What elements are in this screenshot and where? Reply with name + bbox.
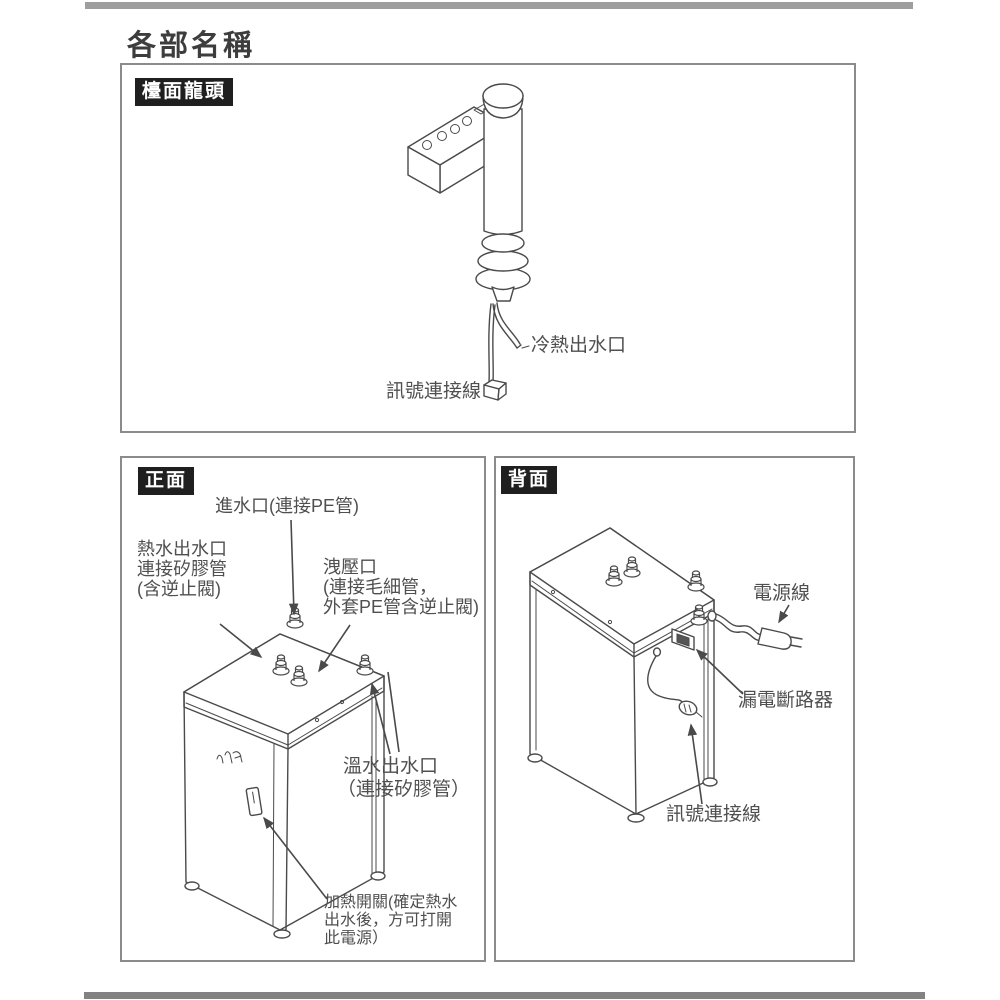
back-badge: 背面	[501, 466, 558, 494]
bottom-divider-bar	[84, 992, 925, 999]
hot-water-label: 熱水出水口 連接矽膠管 (含逆止閥)	[137, 539, 227, 599]
faucet-outlet-label: 冷熱出水口	[531, 335, 627, 356]
faucet-illustration	[407, 83, 531, 401]
breaker-icon	[671, 628, 695, 651]
front-view-panel: 正面	[120, 456, 486, 962]
faucet-badge: 檯面龍頭	[135, 78, 234, 106]
inlet-label: 進水口(連接PE管)	[215, 496, 359, 516]
signal-connector-icon	[678, 700, 703, 718]
power-plug-icon	[757, 627, 803, 650]
back-view-panel: 背面	[494, 456, 855, 962]
warm-water-label: 溫水出水口 （連接矽膠管）	[337, 756, 471, 800]
heater-switch-label: 加熱開關(確定熱水 出水後，方可打開 此電源）	[324, 894, 458, 947]
back-signal-label: 訊號連接線	[666, 804, 762, 825]
back-tank-illustration	[527, 527, 803, 823]
front-badge: 正面	[138, 467, 195, 495]
top-divider-bar	[85, 2, 913, 9]
faucet-panel: 檯面龍頭 冷熱出水口 訊號連接線	[120, 63, 856, 433]
relief-port-label: 洩壓口 (連接毛細管， 外套PE管含逆止閥)	[323, 557, 480, 617]
breaker-label: 漏電斷路器	[738, 690, 834, 711]
page-title: 各部名稱	[127, 30, 256, 62]
power-cord-label: 電源線	[753, 583, 811, 604]
front-tank-illustration	[183, 519, 400, 939]
faucet-signal-label: 訊號連接線	[386, 381, 482, 402]
